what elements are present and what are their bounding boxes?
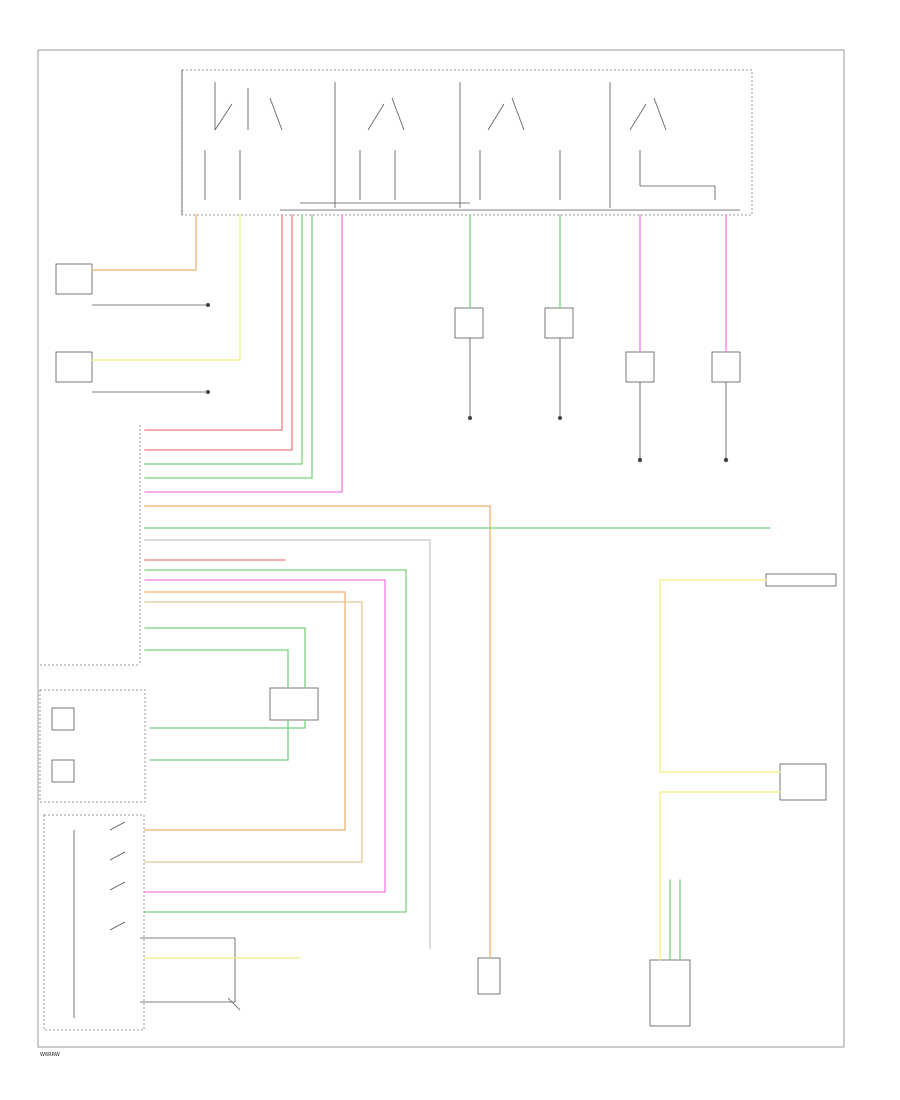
junction-block — [269, 687, 319, 721]
light-sensor-module — [779, 763, 827, 801]
left-headlamp — [55, 351, 93, 383]
steering-column-module — [649, 959, 691, 1027]
right-headlamp — [55, 263, 93, 295]
relay-4 — [629, 97, 716, 200]
corner-note: W6RRW — [40, 1052, 60, 1058]
headlamp-switch — [43, 814, 241, 1031]
relay-3 — [459, 82, 611, 208]
wires — [91, 214, 781, 961]
relay-2 — [334, 82, 405, 208]
body-control-module — [40, 425, 141, 666]
relay-1 — [204, 82, 283, 200]
instrument-cluster — [39, 689, 146, 803]
right-park-lamp — [711, 351, 741, 383]
ambient-light-sensor — [765, 573, 837, 587]
turn-signal-switch — [477, 957, 501, 995]
left-park-lamp — [625, 351, 655, 383]
fuse-relay-module — [181, 69, 753, 216]
right-fog-lamp — [544, 307, 574, 339]
left-fog-lamp — [454, 307, 484, 339]
diagram-frame — [37, 49, 845, 1048]
